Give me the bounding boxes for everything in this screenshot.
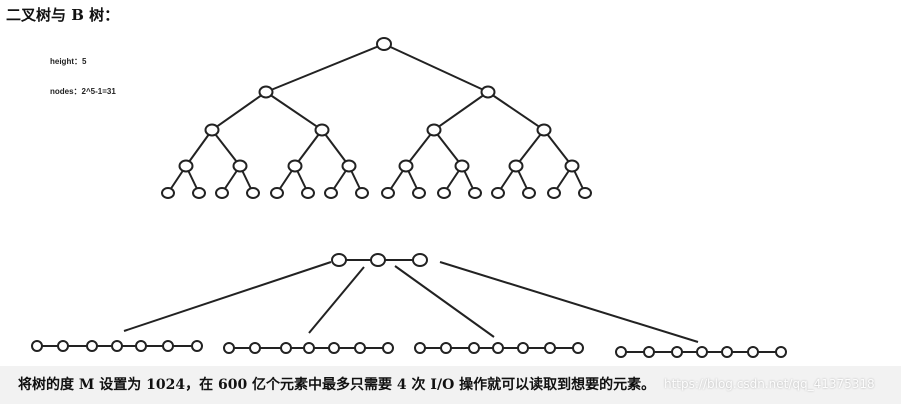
binary-tree-edge (211, 129, 241, 167)
binary-tree-node (578, 187, 592, 199)
binary-tree-node (426, 123, 442, 137)
caption-bar (0, 366, 901, 404)
b-tree-leaf-node (249, 342, 261, 354)
b-tree-leaf-node (517, 342, 529, 354)
binary-tree-node (381, 187, 395, 199)
binary-tree-node (341, 159, 357, 173)
b-tree-leaf-node (382, 342, 394, 354)
binary-tree-node (204, 123, 220, 137)
b-tree-root-node (412, 253, 428, 267)
b-tree-root-node (331, 253, 347, 267)
b-tree-branch (308, 266, 365, 334)
b-tree-leaf-node (111, 340, 123, 352)
binary-tree-node (412, 187, 426, 199)
binary-tree-edge (433, 91, 489, 131)
binary-tree-edge (294, 129, 323, 167)
b-tree-root-node (370, 253, 386, 267)
b-tree-leaf-node (721, 346, 733, 358)
caption-text: 将树的度 M 设置为 1024，在 600 亿个元素中最多只需要 4 次 I/O… (18, 377, 656, 393)
b-tree-leaf-node (303, 342, 315, 354)
binary-tree-node (508, 159, 524, 173)
b-tree-leaf-node (572, 342, 584, 354)
b-tree-leaf-node (135, 340, 147, 352)
binary-tree-edge (383, 43, 489, 93)
b-tree-leaf-node (354, 342, 366, 354)
nodes-label: nodes：2^5-1=31 (50, 87, 116, 96)
b-tree-leaf-node (492, 342, 504, 354)
binary-tree-node (454, 159, 470, 173)
b-tree-branch (123, 261, 332, 332)
binary-tree-node (314, 123, 330, 137)
b-tree-leaf-node (468, 342, 480, 354)
binary-tree-node (178, 159, 194, 173)
height-label: height：5 (50, 57, 87, 66)
binary-tree-edge (487, 91, 545, 131)
binary-tree-node (480, 85, 496, 99)
b-tree-leaf-node (671, 346, 683, 358)
b-tree-leaf-node (162, 340, 174, 352)
b-tree-leaf-node (747, 346, 759, 358)
binary-tree-node (355, 187, 369, 199)
binary-tree-node (258, 85, 274, 99)
b-tree-leaf-node (775, 346, 787, 358)
binary-tree-edge (433, 129, 463, 167)
binary-tree-node (232, 159, 248, 173)
binary-tree-edge (185, 129, 213, 167)
binary-tree-edge (211, 91, 267, 131)
b-tree-leaf-node (696, 346, 708, 358)
b-tree-leaf-node (328, 342, 340, 354)
b-tree-leaf-node (440, 342, 452, 354)
b-tree-leaf-node (31, 340, 43, 352)
binary-tree-node (324, 187, 338, 199)
b-tree-leaf-node (414, 342, 426, 354)
binary-tree-edge (321, 129, 350, 167)
binary-tree-edge (515, 129, 545, 167)
binary-tree-edge (265, 43, 385, 93)
diagram-title: 二叉树与 B 树： (6, 6, 120, 24)
binary-tree-node (491, 187, 505, 199)
b-tree-leaf-node (280, 342, 292, 354)
binary-tree-node (246, 187, 260, 199)
b-tree-leaf-node (223, 342, 235, 354)
b-tree-leaf-node (544, 342, 556, 354)
binary-tree-edge (265, 91, 323, 131)
binary-tree-edge (543, 129, 573, 167)
b-tree-leaf-node (615, 346, 627, 358)
binary-tree-node (437, 187, 451, 199)
b-tree-leaf-node (191, 340, 203, 352)
b-tree-leaf-node (643, 346, 655, 358)
binary-tree-node (215, 187, 229, 199)
b-tree-branch (394, 265, 495, 338)
binary-tree-node (536, 123, 552, 137)
b-tree-branch (439, 261, 699, 343)
binary-tree-node (564, 159, 580, 173)
binary-tree-node (376, 37, 392, 51)
binary-tree-node (287, 159, 303, 173)
binary-tree-node (192, 187, 206, 199)
binary-tree-node (398, 159, 414, 173)
b-tree-leaf-node (57, 340, 69, 352)
watermark: https://blog.csdn.net/qq_41375318 (664, 377, 875, 391)
binary-tree-node (301, 187, 315, 199)
binary-tree-node (547, 187, 561, 199)
binary-tree-edge (405, 129, 435, 167)
binary-tree-node (522, 187, 536, 199)
binary-tree-node (161, 187, 175, 199)
b-tree-leaf-node (86, 340, 98, 352)
binary-tree-node (468, 187, 482, 199)
binary-tree-node (270, 187, 284, 199)
